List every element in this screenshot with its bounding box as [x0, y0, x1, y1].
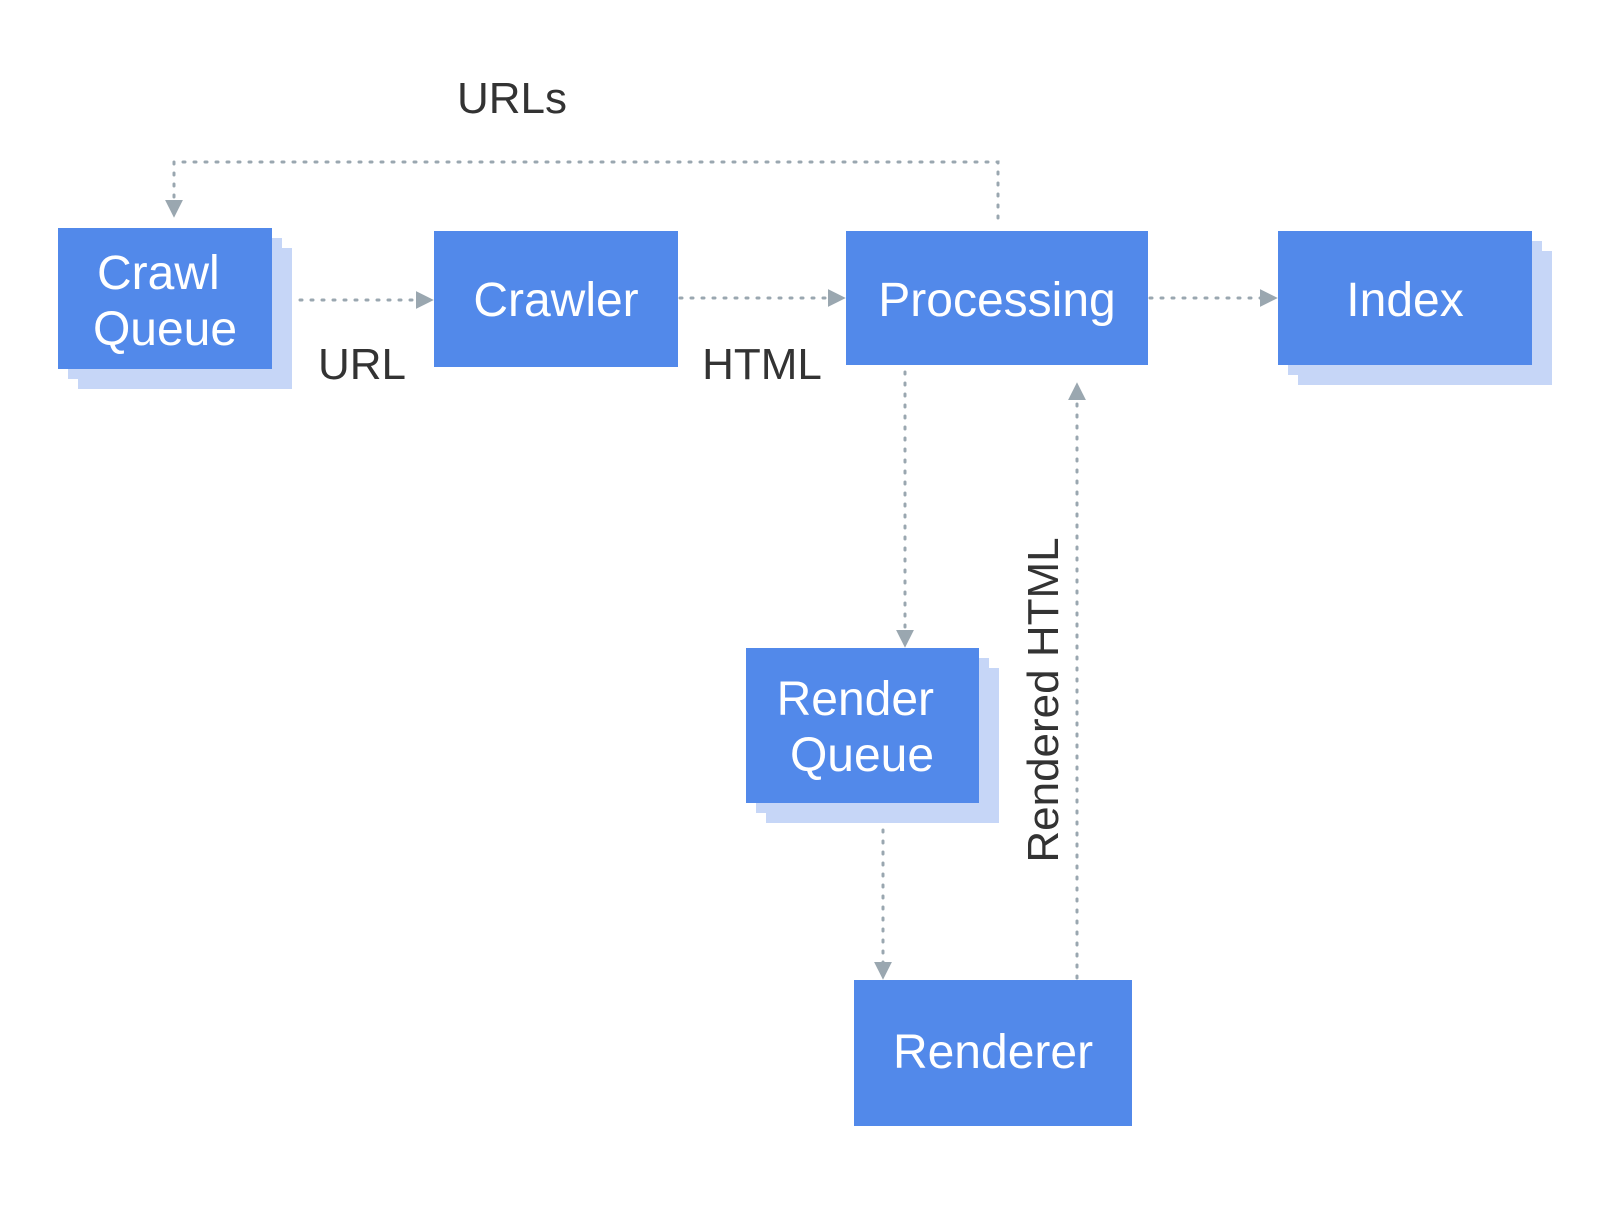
label-rendered-html: Rendered HTML: [1019, 537, 1068, 862]
render-queue-line-1: Render: [777, 673, 934, 726]
node-crawler: Crawler: [434, 231, 678, 367]
node-render-queue: Render Queue: [746, 648, 999, 823]
node-index: Index: [1278, 231, 1552, 385]
edges: [165, 160, 1278, 980]
crawl-queue-line-2: Queue: [93, 303, 237, 356]
render-queue-line-2: Queue: [790, 729, 934, 782]
label-urls: URLs: [457, 74, 567, 123]
crawler-label: Crawler: [473, 274, 638, 327]
svg-text:Crawl Queue: Crawl Queue: [93, 247, 237, 356]
node-renderer: Renderer: [854, 980, 1132, 1126]
svg-text:Render Queue: Render Queue: [777, 673, 948, 782]
edge-labels: URLs URL HTML Rendered HTML: [318, 74, 1068, 863]
node-crawl-queue: Crawl Queue: [58, 228, 292, 389]
crawl-queue-line-1: Crawl: [97, 247, 220, 300]
edge-urls-feedback: [165, 160, 1000, 220]
node-processing: Processing: [846, 231, 1148, 365]
label-url: URL: [318, 340, 406, 389]
index-label: Index: [1346, 274, 1463, 327]
label-html: HTML: [702, 340, 822, 389]
renderer-label: Renderer: [893, 1026, 1093, 1079]
processing-label: Processing: [878, 274, 1115, 327]
